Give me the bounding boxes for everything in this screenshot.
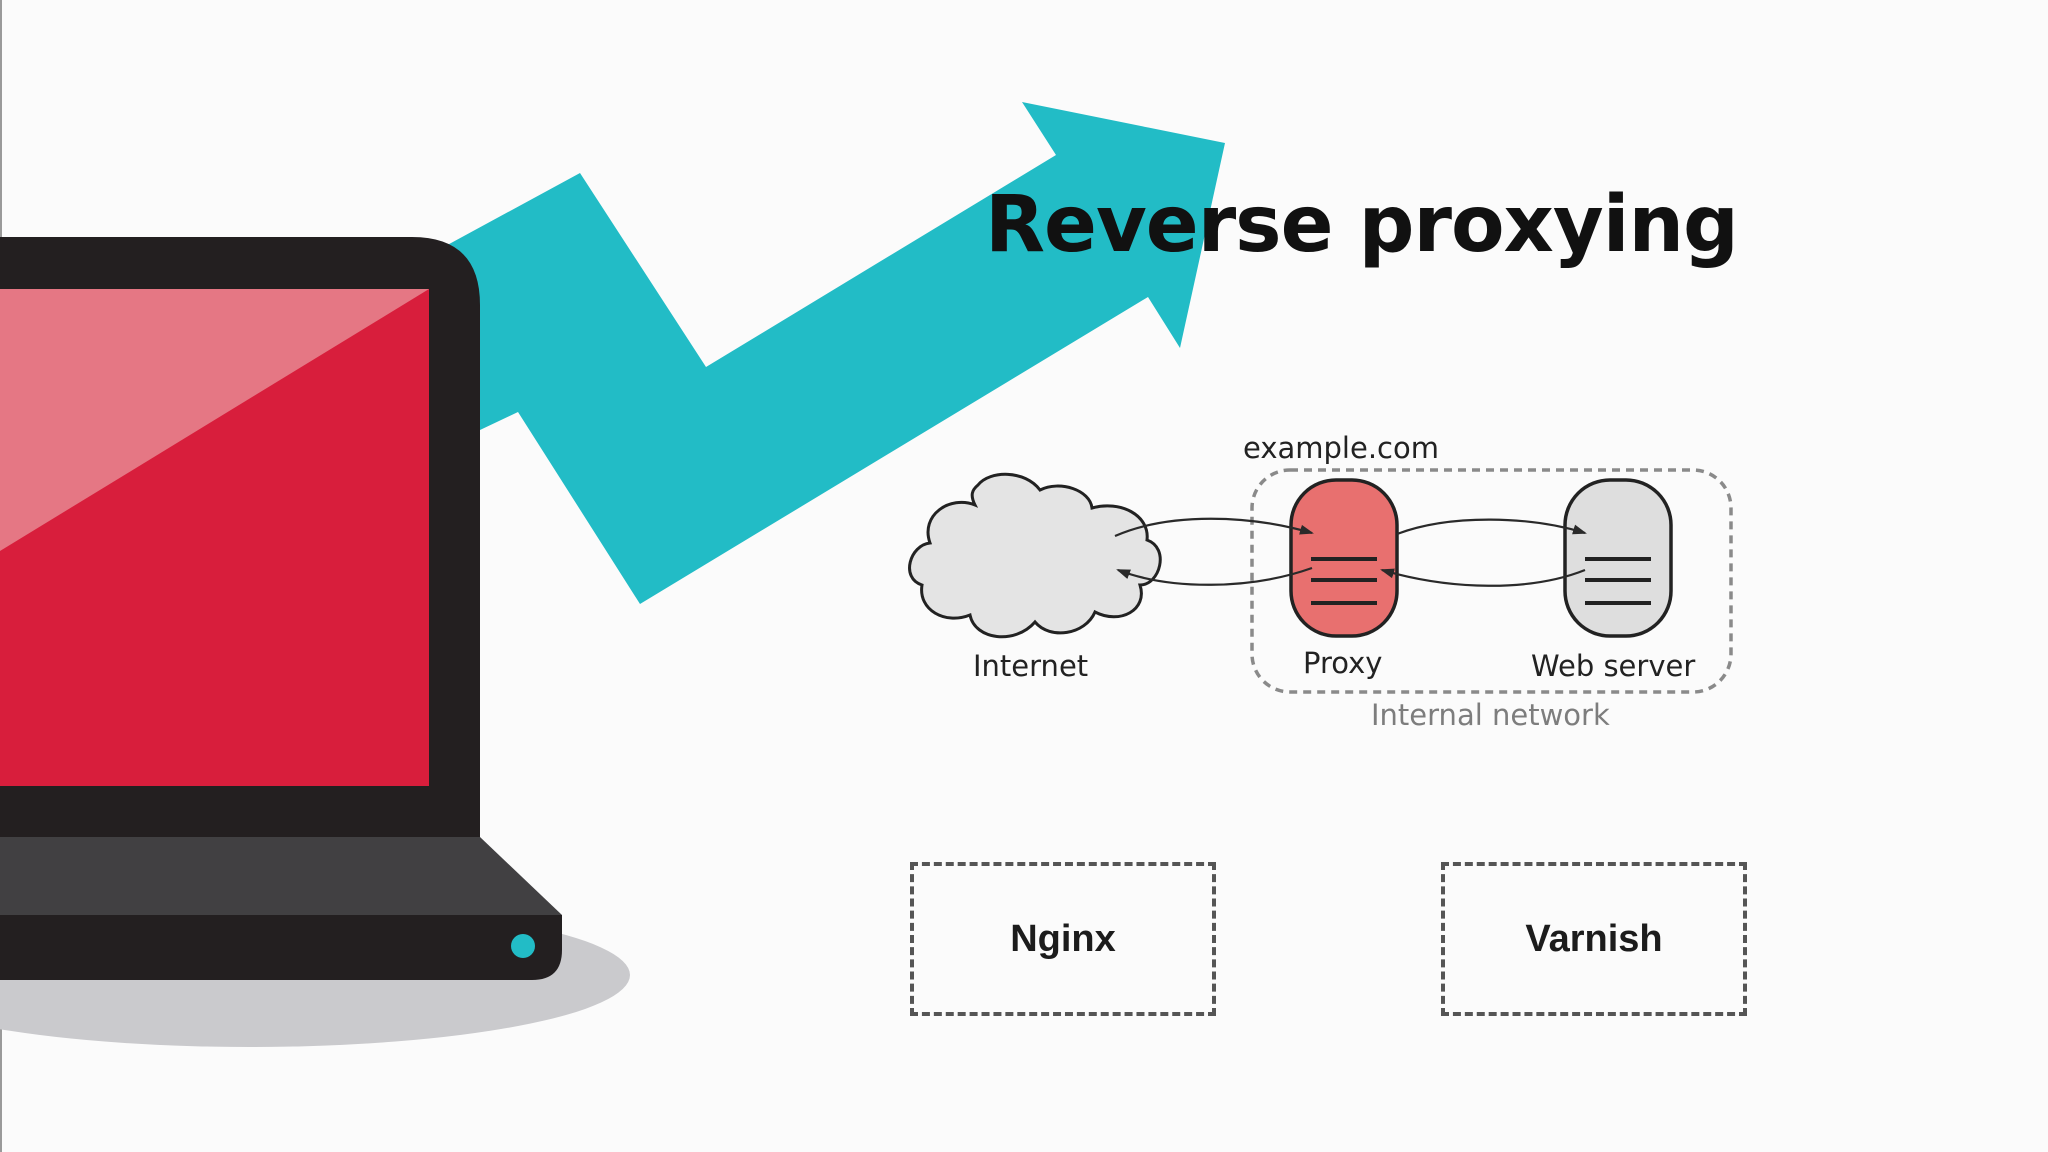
power-light-icon	[511, 934, 535, 958]
varnish-option-box: Varnish	[1441, 862, 1747, 1016]
arrow-proxy-to-webserver	[1396, 518, 1587, 536]
cloud-icon	[908, 472, 1162, 639]
laptop-keyboard-deck	[0, 837, 562, 915]
arrow-internet-to-proxy	[1114, 517, 1314, 538]
laptop-base-front	[0, 915, 562, 980]
internal-network-boundary	[1250, 468, 1733, 694]
internet-label: Internet	[973, 649, 1088, 683]
proxy-label: Proxy	[1303, 646, 1382, 680]
nginx-option-box: Nginx	[910, 862, 1216, 1016]
web-server-label: Web server	[1531, 649, 1695, 683]
screen-highlight	[0, 289, 429, 551]
internal-network-label: Internal network	[1371, 698, 1610, 732]
trend-arrow-icon	[440, 102, 1225, 604]
arrow-webserver-to-proxy	[1380, 568, 1586, 587]
domain-label: example.com	[1243, 431, 1439, 465]
slide-title: Reverse proxying	[985, 180, 1739, 270]
arrow-proxy-to-internet	[1116, 566, 1313, 586]
